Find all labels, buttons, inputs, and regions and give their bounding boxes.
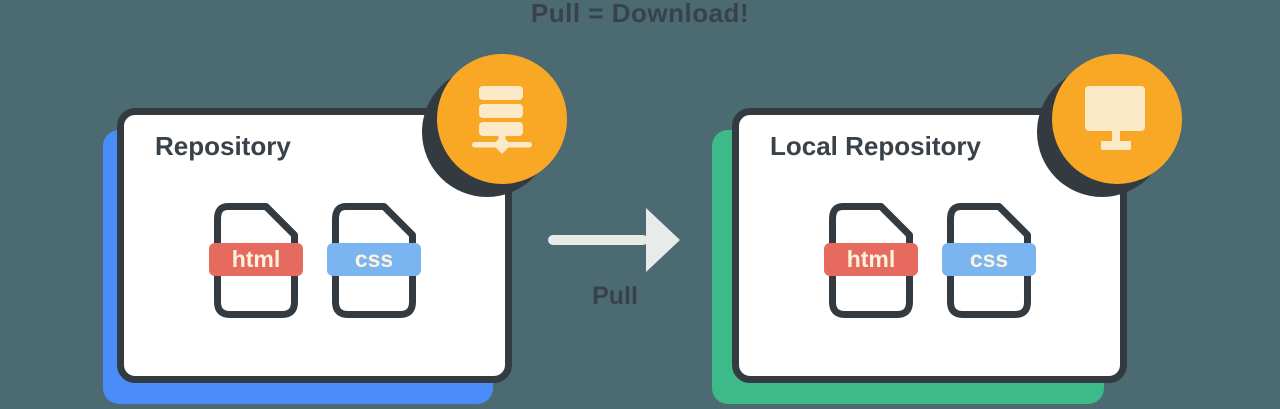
css-file-icon: css	[327, 203, 421, 318]
pull-label: Pull	[592, 282, 638, 310]
monitor-badge	[1052, 54, 1182, 184]
css-file-label: css	[327, 243, 421, 276]
html-file-label: html	[824, 243, 918, 276]
monitor-icon	[1085, 86, 1145, 150]
css-file-icon: css	[942, 203, 1036, 318]
local-repository-label: Local Repository	[770, 131, 981, 161]
server-badge	[437, 54, 567, 184]
html-file-label: html	[209, 243, 303, 276]
css-file-label: css	[942, 243, 1036, 276]
html-file-icon: html	[824, 203, 918, 318]
html-file-icon: html	[209, 203, 303, 318]
diagram-title: Pull = Download!	[530, 0, 750, 28]
server-icon	[472, 86, 532, 154]
remote-repository-label: Repository	[155, 131, 291, 161]
right-arrow-icon	[548, 208, 680, 272]
pull-arrow	[545, 204, 685, 274]
